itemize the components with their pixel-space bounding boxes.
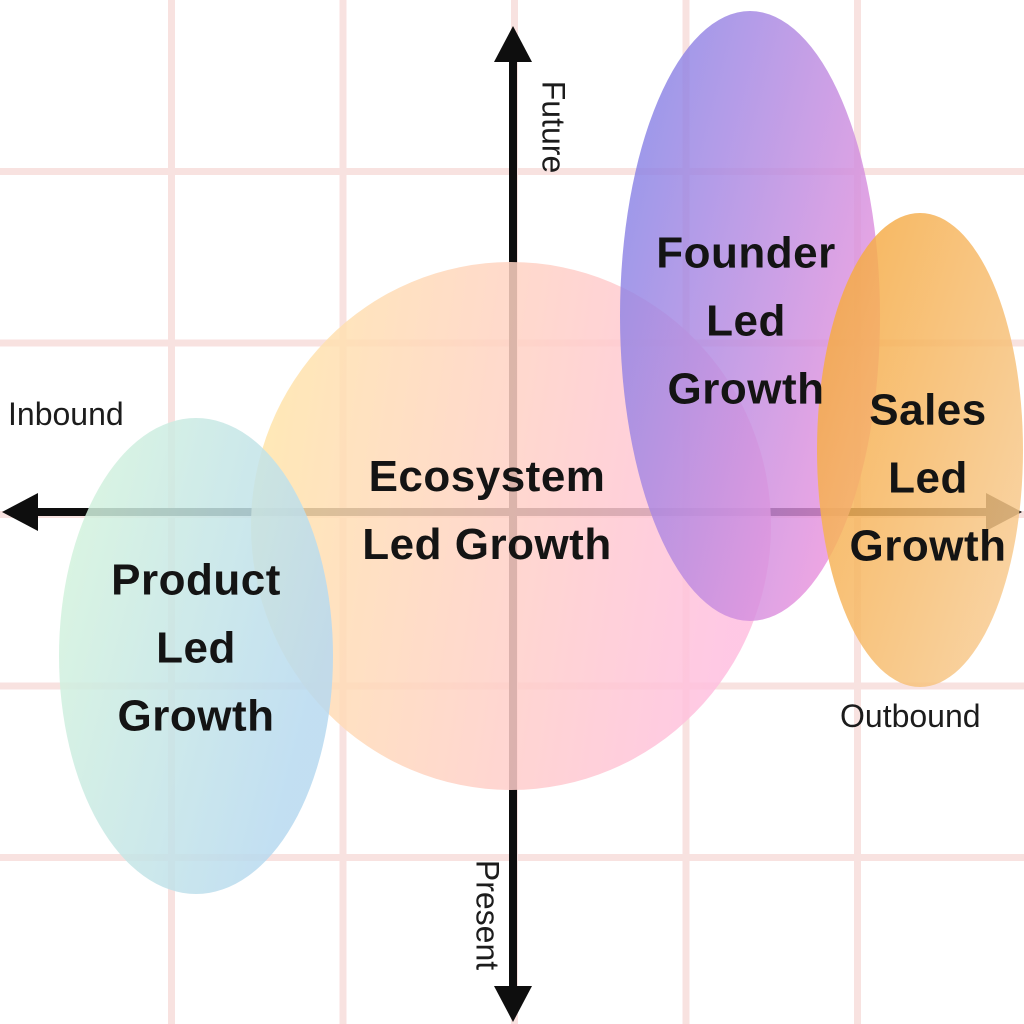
label-line: Growth — [117, 692, 275, 742]
label-line: Growth — [667, 365, 825, 415]
label-line: Led Growth — [362, 520, 612, 569]
label-line: Sales — [869, 385, 987, 435]
x-axis-left-label: Inbound — [8, 396, 124, 432]
y-axis-arrow-down-icon — [494, 986, 532, 1022]
x-axis-right-label: Outbound — [840, 698, 981, 734]
label-line: Ecosystem — [368, 451, 606, 501]
ecosystem-led-growth-label: Ecosystem Led Growth — [362, 443, 611, 579]
y-axis-bottom-label: Present — [469, 859, 506, 971]
y-axis-arrow-up-icon — [494, 26, 532, 62]
label-line: Founder — [656, 228, 836, 278]
x-axis-arrow-left-icon — [2, 493, 38, 531]
label-line: Led — [706, 296, 786, 346]
sales-led-growth-bubble — [817, 213, 1023, 687]
y-axis-top-label: Future — [535, 80, 572, 174]
sales-led-growth-label: Sales Led Growth — [850, 377, 1007, 582]
founder-led-growth-bubble — [620, 11, 880, 621]
label-line: Led — [888, 453, 968, 503]
product-led-growth-bubble — [59, 418, 333, 894]
founder-led-growth-label: Founder Led Growth — [656, 220, 835, 425]
label-line: Product — [111, 555, 281, 605]
product-led-growth-label: Product Led Growth — [111, 547, 281, 752]
label-line: Growth — [849, 522, 1007, 572]
label-line: Led — [156, 623, 236, 673]
